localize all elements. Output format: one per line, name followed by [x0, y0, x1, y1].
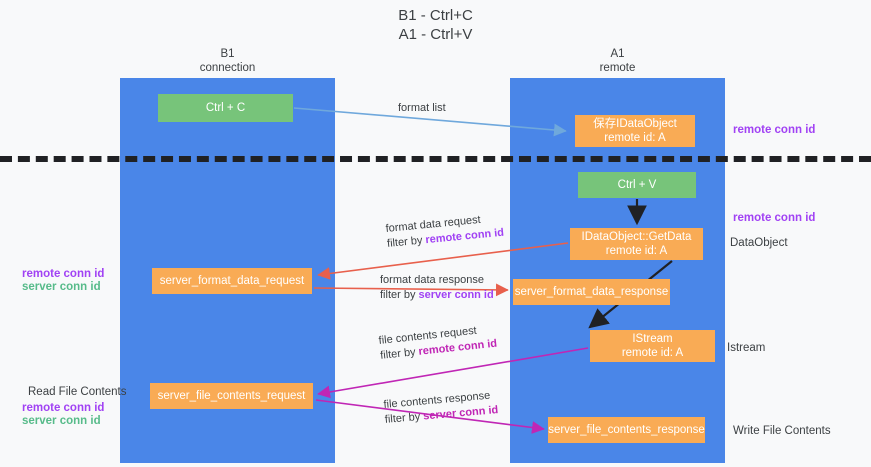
label-server-conn-id-left-2: server conn id: [22, 415, 101, 427]
label-remote-conn-id-top: remote conn id: [733, 124, 816, 136]
box-server-file-contents-response[interactable]: server_file_contents_response: [548, 417, 705, 443]
arrow-label-file-contents-request: file contents request filter by remote c…: [378, 322, 498, 364]
box-server-format-data-request[interactable]: server_format_data_request: [152, 268, 312, 294]
arrow-label-format-list: format list: [398, 102, 446, 114]
box-server-file-contents-request[interactable]: server_file_contents_request: [150, 383, 313, 409]
filter-prefix: filter by: [379, 345, 420, 362]
label-remote-conn-id-left: remote conn id: [22, 268, 105, 280]
arrow-label-line1: format data response: [380, 274, 484, 286]
label-dataobject: DataObject: [730, 237, 788, 249]
filter-prefix: filter by: [386, 234, 427, 250]
label-remote-conn-id-left-2: remote conn id: [22, 402, 105, 414]
label-group-conn-ids-bottom: remote conn id server conn id: [22, 402, 104, 428]
label-remote-conn-id-mid: remote conn id: [733, 212, 816, 224]
arrow-label-format-data-request: format data request filter by remote con…: [385, 211, 505, 252]
label-read-file-contents: Read File Contents: [28, 386, 127, 398]
box-ctrl-v[interactable]: Ctrl + V: [578, 172, 696, 198]
label-group-conn-ids-top: remote conn id server conn id: [22, 268, 104, 294]
box-ctrl-c[interactable]: Ctrl + C: [158, 94, 293, 122]
column-header-a1: A1 remote: [599, 48, 636, 74]
box-istream[interactable]: IStream remote id: A: [590, 330, 715, 362]
arrow-label-line2: filter by server conn id: [380, 288, 494, 303]
filter-key: server conn id: [418, 289, 494, 301]
box-server-format-data-response[interactable]: server_format_data_response: [513, 279, 670, 305]
label-istream: Istream: [727, 342, 766, 354]
arrow-label-format-data-response: format data response filter by server co…: [380, 273, 494, 303]
box-idataobject-getdata[interactable]: IDataObject::GetData remote id: A: [570, 228, 703, 260]
phase-divider: [0, 156, 871, 162]
filter-prefix: filter by: [384, 410, 424, 426]
label-write-file-contents: Write File Contents: [733, 425, 831, 437]
column-header-b1: B1 connection: [199, 48, 256, 74]
box-save-idataobject[interactable]: 保存IDataObject remote id: A: [575, 115, 695, 147]
page-title: B1 - Ctrl+C A1 - Ctrl+V: [398, 7, 473, 43]
label-server-conn-id-left: server conn id: [22, 281, 101, 293]
filter-prefix: filter by: [380, 289, 419, 301]
arrow-label-file-contents-response: file contents response filter by server …: [383, 388, 499, 428]
